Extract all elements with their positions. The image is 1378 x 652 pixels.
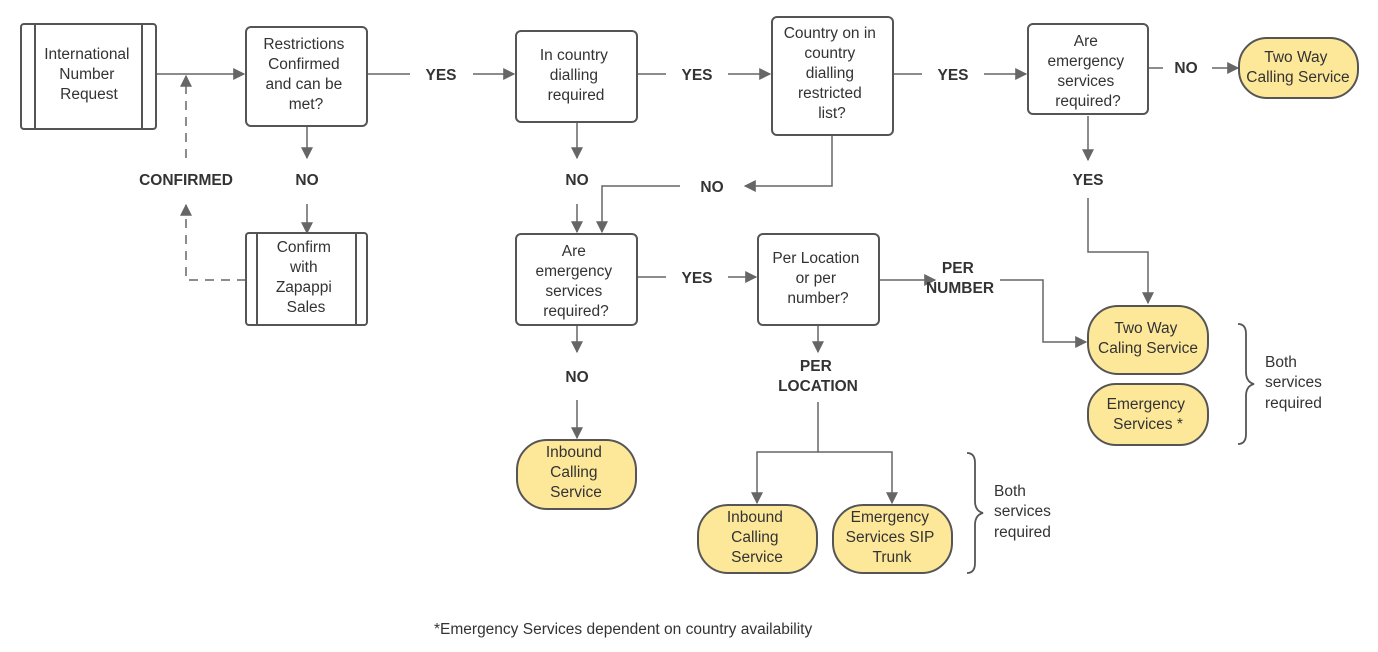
label-per-location: PER LOCATION — [778, 358, 858, 395]
edge-restricted-no-b — [596, 185, 680, 234]
label-no-in-country: NO — [565, 172, 588, 189]
emergency-top-text: Are emergency services required? — [1048, 33, 1129, 110]
edge-per-location-c — [818, 451, 898, 505]
note-both-right: Both services required — [1265, 354, 1326, 412]
edge-labels: YES YES YES NO YES CONFIRMED NO NO NO YE… — [139, 60, 1198, 395]
label-no-emergency-mid: NO — [565, 369, 588, 386]
label-no-restrictions: NO — [295, 172, 318, 189]
terminal-emergency-star: Emergency Services * — [1087, 383, 1209, 446]
decision-box-in-country: In country dialling required — [515, 30, 638, 123]
edge-per-number-b — [1000, 279, 1088, 348]
decision-box-restricted-list: Country on in country dialling restricte… — [771, 16, 894, 136]
sip-trunk-text: Emergency Services SIP Trunk — [846, 509, 939, 566]
edge-restricted-no-a — [743, 136, 833, 192]
decision-box-emergency-top: Are emergency services required? — [1027, 23, 1149, 115]
label-no-restricted: NO — [700, 179, 723, 196]
decision-box-per-location: Per Location or per number? — [757, 233, 880, 326]
per-location-question-text: Per Location or per number? — [772, 250, 863, 307]
terminal-two-way-right: Two Way Caling Service — [1087, 305, 1209, 375]
label-yes-emergency-mid: YES — [681, 270, 712, 287]
decision-box-emergency-mid: Are emergency services required? — [515, 233, 638, 326]
restrictions-text: Restrictions Confirmed and can be met? — [263, 36, 348, 113]
edge-emergency-yes-b — [1087, 198, 1154, 305]
brace-right — [1237, 323, 1255, 445]
process-box-confirm-sales: Confirm with Zapappi Sales — [245, 232, 368, 326]
restricted-list-text: Country on in country dialling restricte… — [784, 25, 881, 122]
inbound-bottom-text: Inbound Calling Service — [727, 509, 787, 566]
terminal-sip-trunk: Emergency Services SIP Trunk — [832, 504, 953, 574]
connectors — [156, 62, 1240, 505]
label-per-number: PER NUMBER — [926, 260, 994, 297]
terminal-inbound-left: Inbound Calling Service — [516, 439, 637, 510]
label-yes-emergency-top: YES — [1072, 172, 1103, 189]
label-yes-restrictions: YES — [425, 67, 456, 84]
confirm-sales-text: Confirm with Zapappi Sales — [276, 239, 336, 316]
edge-per-location-b — [751, 402, 819, 505]
two-way-top-text: Two Way Calling Service — [1246, 49, 1349, 86]
brace-bottom — [966, 452, 984, 574]
in-country-text: In country dialling required — [540, 47, 612, 104]
terminal-inbound-bottom: Inbound Calling Service — [697, 504, 818, 574]
label-yes-in-country: YES — [681, 67, 712, 84]
note-both-bottom: Both services required — [994, 483, 1055, 541]
footnote: *Emergency Services dependent on country… — [434, 621, 812, 638]
label-confirmed: CONFIRMED — [139, 172, 233, 189]
emergency-star-text: Emergency Services * — [1107, 396, 1190, 433]
label-no-emergency-top: NO — [1174, 60, 1197, 77]
two-way-right-text: Two Way Caling Service — [1098, 320, 1198, 357]
edge-confirmed-loop-a — [180, 203, 246, 281]
emergency-mid-text: Are emergency services required? — [536, 243, 617, 320]
label-yes-restricted: YES — [937, 67, 968, 84]
international-request-text: International Number Request — [44, 46, 134, 103]
process-box-international-request: International Number Request — [20, 23, 157, 130]
inbound-left-text: Inbound Calling Service — [546, 444, 606, 501]
terminal-two-way-top: Two Way Calling Service — [1238, 37, 1359, 99]
decision-box-restrictions: Restrictions Confirmed and can be met? — [245, 26, 368, 127]
